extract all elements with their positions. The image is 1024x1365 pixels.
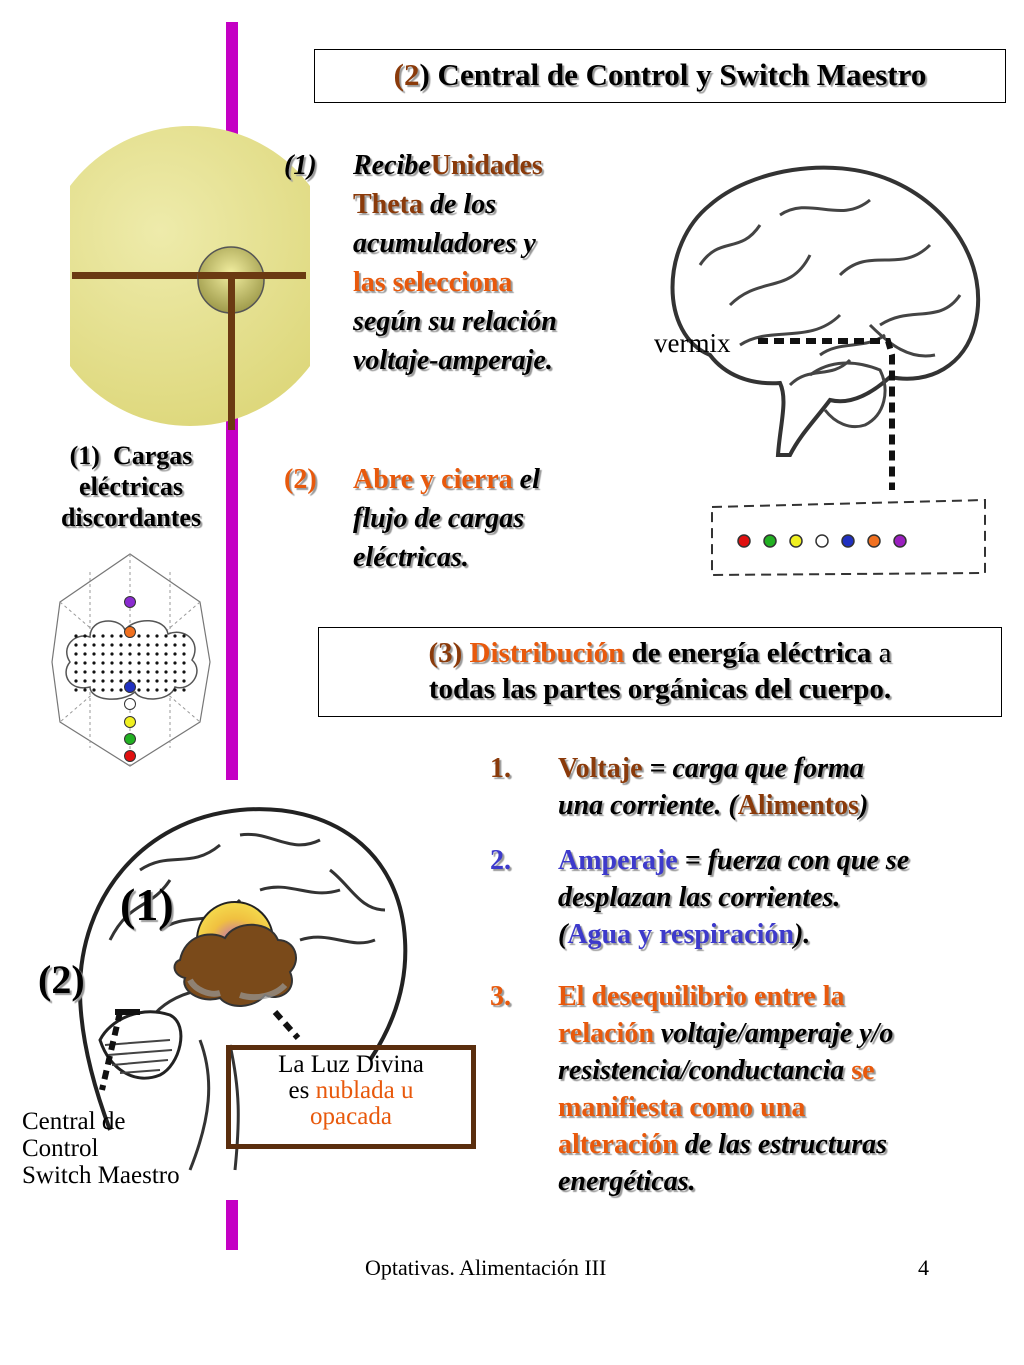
list-num-1: 1. <box>490 753 511 784</box>
chakra-figure <box>51 553 211 767</box>
switch-light <box>893 534 907 548</box>
vertical-bar-middle <box>226 430 238 780</box>
chakra-dot <box>124 626 136 638</box>
brain-sagittal-drawing <box>670 165 986 577</box>
chakra-dot <box>124 698 136 710</box>
list-item-3: El desequilibrio entre la relación volta… <box>558 981 894 1197</box>
head-label-2: (2) <box>38 957 85 1002</box>
footer-text: Optativas. Alimentación III <box>365 1255 607 1280</box>
section1-number: (1) <box>284 150 317 181</box>
switch-light <box>867 534 881 548</box>
title-num: (2 <box>393 57 420 92</box>
section2-number: (2) <box>284 464 317 495</box>
chakra-dot <box>124 596 136 608</box>
chakra-dot <box>124 750 136 762</box>
chakra-dot <box>124 733 136 745</box>
chakra-dot <box>124 681 136 693</box>
chakra-dot <box>124 716 136 728</box>
section1-text: RecibeUnidades Theta de los acumuladores… <box>353 150 557 376</box>
control-disc-graphic <box>70 126 310 430</box>
title-text: ) Central de Control y Switch Maestro <box>419 57 927 92</box>
list-num-3: 3. <box>490 981 511 1012</box>
switch-light <box>763 534 777 548</box>
cargas-caption: (1) Cargas eléctricas discordantes <box>60 441 202 532</box>
vertical-bar-bottom <box>226 1200 238 1250</box>
switch-light <box>815 534 829 548</box>
light-box <box>226 1045 476 1149</box>
distribution-box: (3) Distribución de energía eléctrica a … <box>318 627 1002 717</box>
light-box-text: La Luz Divina es nublada u opacada <box>278 1051 424 1130</box>
switch-lights <box>737 534 907 548</box>
switch-light <box>841 534 855 548</box>
switch-light <box>737 534 751 548</box>
list-num-2: 2. <box>490 845 511 876</box>
page-number: 4 <box>918 1255 929 1280</box>
switch-light <box>789 534 803 548</box>
list-item-1: Voltaje = carga que forma una corriente.… <box>558 753 869 821</box>
head-profile-drawing <box>77 807 408 1171</box>
central-caption: Central de Control Switch Maestro <box>22 1108 180 1189</box>
head-label-1: (1) <box>120 879 174 930</box>
vermix-label: vermix <box>654 328 731 358</box>
section2-text: Abre y cierra el flujo de cargas eléctri… <box>353 464 540 573</box>
title-box: (2) Central de Control y Switch Maestro <box>314 49 1006 103</box>
list-item-2: Amperaje = fuerza con que se desplazan l… <box>558 845 910 950</box>
